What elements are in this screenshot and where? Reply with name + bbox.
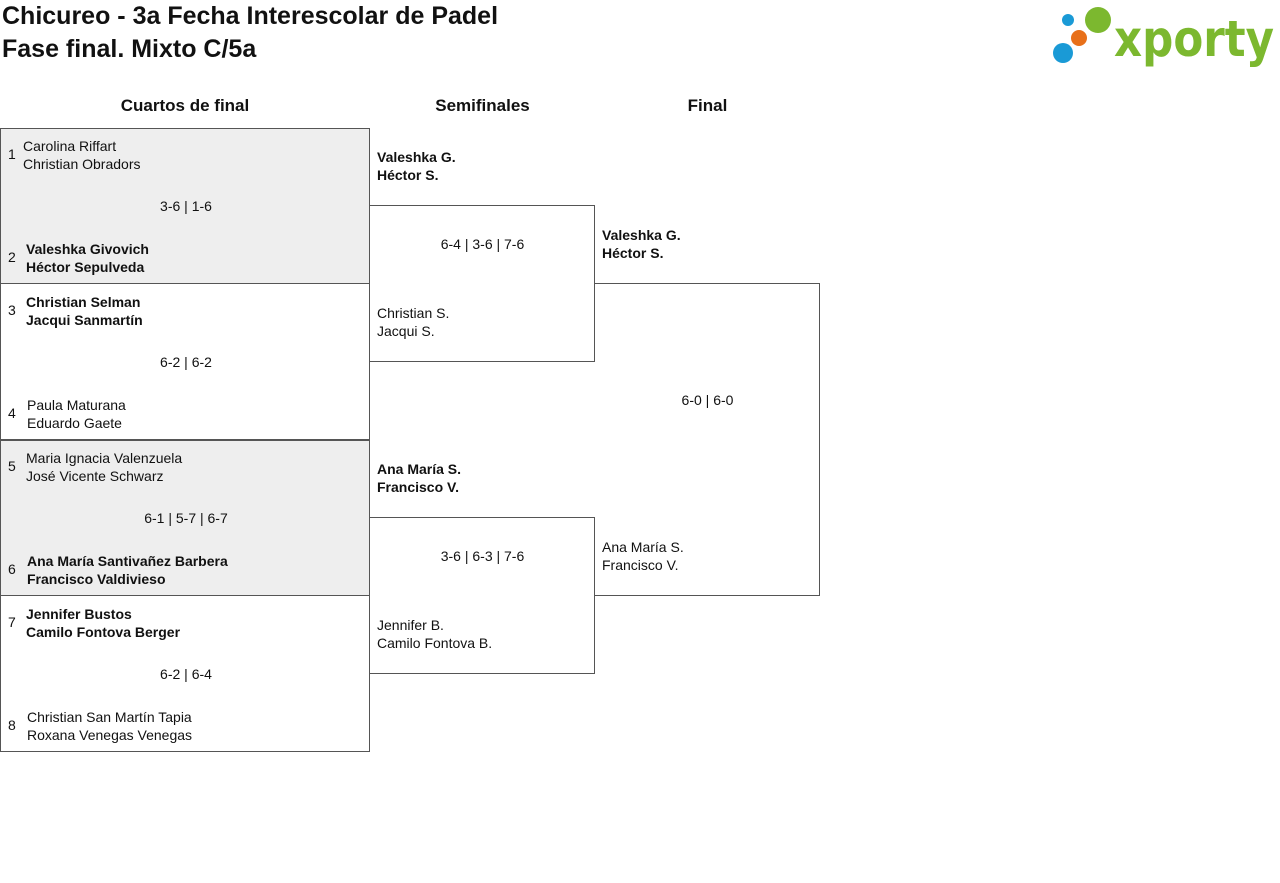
semi-team-2-player-2: Camilo Fontova B. bbox=[377, 635, 493, 651]
column-header-semis: Semifinales bbox=[435, 96, 530, 115]
team-2-player-2: Francisco Valdivieso bbox=[27, 571, 166, 587]
semi-team-1-player-1: Ana María S. bbox=[377, 461, 462, 477]
team-1-player-1: Christian Selman bbox=[26, 294, 141, 310]
quarterfinal-match-2: 3 Christian Selman Jacqui Sanmartín 6-2 … bbox=[0, 284, 370, 440]
column-header-final: Final bbox=[687, 96, 728, 115]
quarterfinal-match-4: 7 Jennifer Bustos Camilo Fontova Berger … bbox=[0, 596, 370, 752]
team-2-player-1: Ana María Santivañez Barbera bbox=[27, 553, 228, 569]
page-title: Chicureo - 3a Fecha Interescolar de Pade… bbox=[2, 2, 499, 30]
final-team-2-player-2: Francisco V. bbox=[602, 557, 679, 573]
match-score: 6-2 | 6-4 bbox=[160, 666, 212, 682]
logo-text: xporty bbox=[1114, 10, 1274, 68]
final-team-1-player-1: Valeshka G. bbox=[602, 227, 681, 243]
match-score: 3-6 | 1-6 bbox=[160, 198, 212, 214]
logo-dot-orange bbox=[1071, 30, 1087, 46]
quarterfinal-match-3: 5 Maria Ignacia Valenzuela José Vicente … bbox=[0, 440, 370, 596]
semi-team-1-player-1: Valeshka G. bbox=[377, 149, 456, 165]
seed-number: 6 bbox=[8, 561, 16, 577]
match-score: 6-0 | 6-0 bbox=[681, 392, 734, 408]
semi-team-2-player-1: Christian S. bbox=[377, 305, 450, 321]
team-1-player-2: José Vicente Schwarz bbox=[26, 468, 164, 484]
semi-team-1-player-2: Francisco V. bbox=[377, 479, 459, 495]
team-2-player-2: Roxana Venegas Venegas bbox=[27, 727, 193, 743]
seed-number: 8 bbox=[8, 717, 16, 733]
team-1-player-1: Maria Ignacia Valenzuela bbox=[26, 450, 183, 466]
team-2-player-2: Héctor Sepulveda bbox=[26, 259, 145, 275]
semi-team-1-player-2: Héctor S. bbox=[377, 167, 439, 183]
page-subtitle: Fase final. Mixto C/5a bbox=[2, 35, 257, 63]
semi-team-2-player-1: Jennifer B. bbox=[377, 617, 444, 633]
match-score: 6-1 | 5-7 | 6-7 bbox=[144, 510, 228, 526]
final-bracket-box bbox=[594, 283, 820, 596]
semi-team-2-player-2: Jacqui S. bbox=[377, 323, 435, 339]
seed-number: 5 bbox=[8, 458, 16, 474]
match-score: 6-2 | 6-2 bbox=[160, 354, 212, 370]
match-score: 3-6 | 6-3 | 7-6 bbox=[440, 548, 525, 564]
team-1-player-1: Jennifer Bustos bbox=[26, 606, 132, 622]
team-2-player-1: Valeshka Givovich bbox=[26, 241, 149, 257]
team-1-player-2: Camilo Fontova Berger bbox=[26, 624, 181, 640]
final-team-1-player-2: Héctor S. bbox=[602, 245, 664, 261]
logo-dot-blue bbox=[1053, 43, 1073, 63]
team-1-player-2: Christian Obradors bbox=[23, 156, 141, 172]
team-2-player-1: Paula Maturana bbox=[27, 397, 126, 413]
seed-number: 7 bbox=[8, 614, 16, 630]
team-1-player-1: Carolina Riffart bbox=[23, 138, 117, 154]
seed-number: 1 bbox=[8, 146, 16, 162]
match-score: 6-4 | 3-6 | 7-6 bbox=[440, 236, 525, 252]
column-header-quarters: Cuartos de final bbox=[120, 96, 250, 115]
final-team-2-player-1: Ana María S. bbox=[602, 539, 684, 555]
seed-number: 3 bbox=[8, 302, 16, 318]
xporty-logo: xporty bbox=[1053, 7, 1274, 68]
team-2-player-1: Christian San Martín Tapia bbox=[27, 709, 192, 725]
seed-number: 4 bbox=[8, 405, 16, 421]
seed-number: 2 bbox=[8, 249, 16, 265]
team-2-player-2: Eduardo Gaete bbox=[27, 415, 122, 431]
team-1-player-2: Jacqui Sanmartín bbox=[26, 312, 143, 328]
logo-dot-blue-small bbox=[1062, 14, 1074, 26]
quarterfinal-match-1: 1 Carolina Riffart Christian Obradors 3-… bbox=[0, 128, 370, 284]
logo-dot-green bbox=[1085, 7, 1111, 33]
